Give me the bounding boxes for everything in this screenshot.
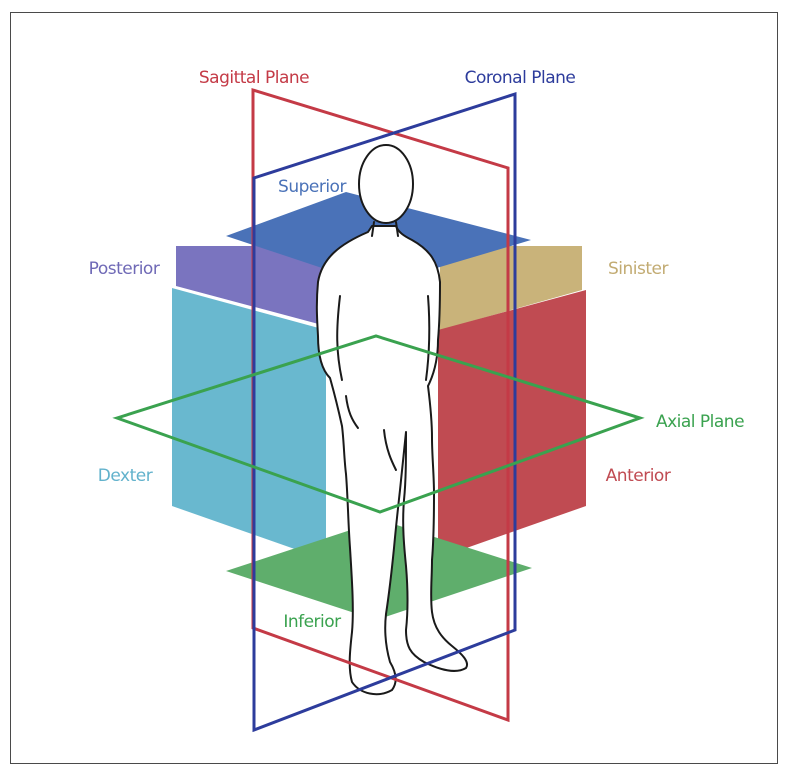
coronal-plane-label: Coronal Plane <box>465 68 576 88</box>
inferior-label: Inferior <box>283 612 341 632</box>
axial-plane <box>112 334 645 514</box>
sinister-face <box>440 246 582 330</box>
anterior-face <box>438 290 586 558</box>
dexter-face <box>172 288 326 560</box>
coronal-plane <box>252 91 517 733</box>
superior-label: Superior <box>278 177 346 197</box>
axial-plane-label: Axial Plane <box>656 412 744 432</box>
anterior-label: Anterior <box>606 466 671 486</box>
dexter-label: Dexter <box>98 466 153 486</box>
sagittal-plane-label: Sagittal Plane <box>199 68 309 88</box>
posterior-face <box>176 246 326 326</box>
posterior-label: Posterior <box>89 259 160 279</box>
sinister-label: Sinister <box>608 259 668 279</box>
